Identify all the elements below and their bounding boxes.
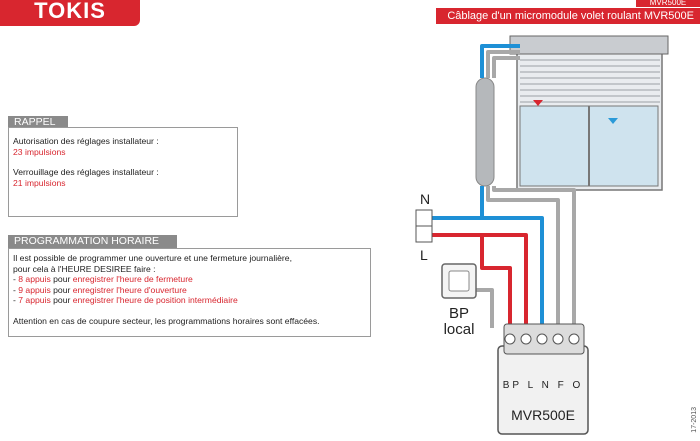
item-count: 8 appuis [18,274,51,285]
programmation-note: Attention en cas de coupure secteur, les… [13,315,320,326]
product-reference: MVR500E [636,0,700,7]
item-mid: pour [50,274,73,285]
bp-local-label: local [444,321,475,338]
bp-local-button [441,263,477,299]
item-prefix: - [13,295,19,306]
rappel-line-value: 23 impulsions [13,146,66,157]
programmation-item: - 7 appuis pour enregistrer l'heure de p… [13,295,366,306]
programmation-item: - 8 appuis pour enregistrer l'heure de f… [13,274,366,285]
page-title: Câblage d'un micromodule volet roulant M… [436,8,700,24]
wire-red-bp [480,235,512,328]
module-name: MVR500E [511,407,575,423]
item-mid: pour [50,295,73,306]
terminal-labels: BP L N F O [503,380,584,391]
wire-grey-motor [486,50,520,78]
item-action: enregistrer l'heure d'ouverture [72,284,187,295]
mvr500e-module [497,323,589,435]
arrow-down-icon [608,118,618,124]
item-count: 9 appuis [18,284,51,295]
footer-date: 17-2013 [691,407,698,433]
programmation-intro: Il est possible de programmer une ouvert… [13,253,292,263]
bp-label: BP [449,305,469,322]
programmation-heading: PROGRAMMATION HORAIRE [8,235,177,248]
item-prefix: - [13,274,19,285]
rappel-heading: RAPPEL [8,116,68,129]
cable-sheath [475,77,495,187]
wire-red-l [432,233,528,328]
wire-grey-f [486,186,560,328]
tokis-logo: TOKIS [0,0,140,26]
rappel-line-text: Verrouillage des réglages installateur : [13,167,159,178]
item-prefix: - [13,284,19,295]
programmation-panel: Il est possible de programmer une ouvert… [8,248,371,337]
wire-blue-neutral [480,186,544,328]
wire-grey-motor [492,56,520,78]
label-l: L [420,247,428,263]
rappel-line-text: Autorisation des réglages installateur : [13,136,159,146]
roller-shutter-window [509,35,669,191]
rappel-line-value: 21 impulsions [13,177,66,188]
item-mid: pour [50,284,73,295]
item-count: 7 appuis [18,295,51,306]
label-n: N [420,191,430,207]
wire-blue-motor [480,44,520,78]
item-action: enregistrer l'heure de fermeture [72,274,193,285]
rappel-panel: Autorisation des réglages installateur :… [8,127,238,217]
wiring-diagram: N L BP local BP L N F O MVR500E [415,35,669,435]
programmation-item: - 9 appuis pour enregistrer l'heure d'ou… [13,285,366,296]
item-action: enregistrer l'heure de position interméd… [72,295,238,306]
programmation-intro: pour cela à l'HEURE DESIREE faire : [13,263,156,274]
arrow-up-icon [533,100,543,106]
wire-grey-o [492,186,576,328]
